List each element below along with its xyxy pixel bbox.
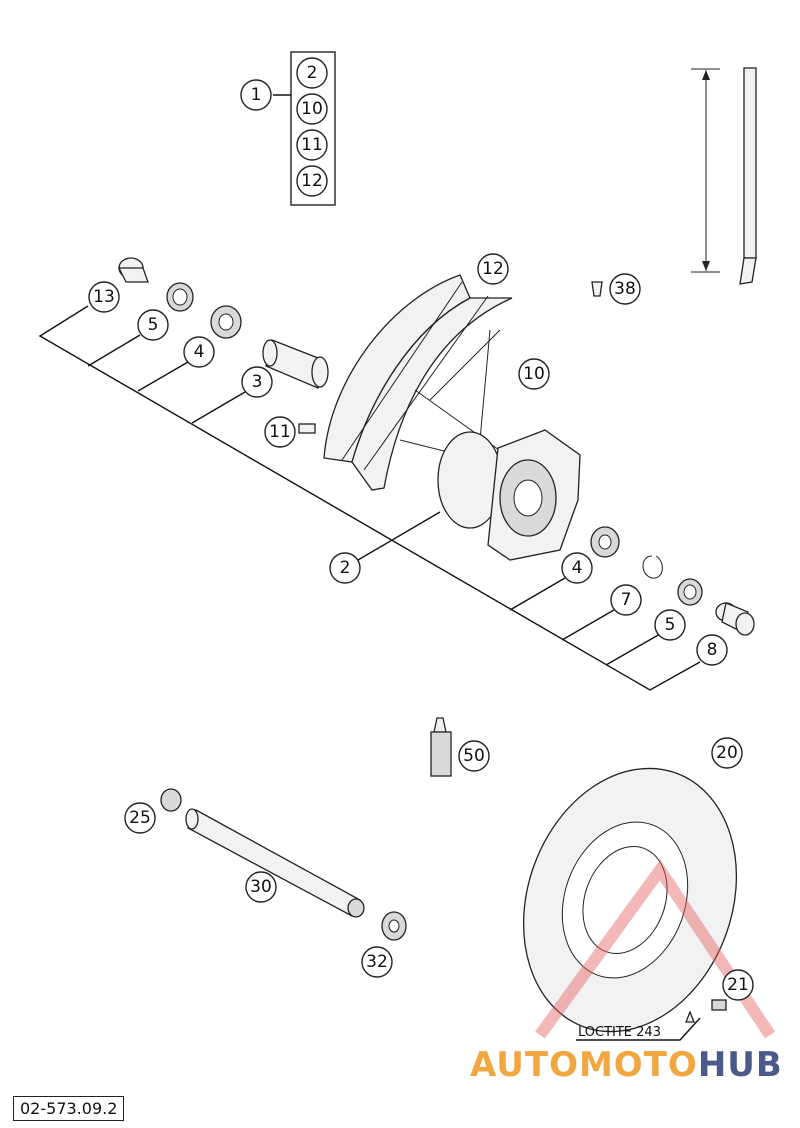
callout-10-group: 10 [296, 93, 328, 125]
callout-13: 13 [88, 281, 120, 313]
bolt-21 [576, 999, 727, 1041]
nut-32 [381, 911, 407, 941]
svg-text:13: 13 [93, 287, 115, 307]
svg-text:20: 20 [716, 743, 738, 763]
nipple-11 [298, 423, 316, 434]
svg-text:30: 30 [250, 877, 272, 897]
loctite-50 [430, 717, 452, 777]
svg-text:25: 25 [129, 808, 151, 828]
callout-50: 50 [458, 740, 490, 772]
svg-text:10: 10 [523, 364, 545, 384]
spacer-13 [117, 257, 149, 283]
brake-disc-20 [522, 767, 738, 1033]
callout-11-group: 11 [296, 129, 328, 161]
svg-text:5: 5 [665, 615, 676, 635]
callout-4-right: 4 [561, 552, 593, 584]
spoke-part [691, 67, 757, 285]
seal-5-right [677, 578, 703, 606]
bearing-4-right [590, 526, 620, 558]
callout-8: 8 [696, 634, 728, 666]
callout-21: 21 [722, 969, 754, 1001]
spacer-8 [715, 602, 755, 636]
hub-2 [437, 429, 581, 561]
callout-32: 32 [361, 946, 393, 978]
callout-5-left: 5 [137, 309, 169, 341]
callout-4-left: 4 [183, 336, 215, 368]
leader-lines-left [38, 305, 701, 691]
watermark-part1: AUTOMOTO [470, 1045, 698, 1085]
spacer-tube-3 [262, 339, 329, 389]
callout-3: 3 [241, 366, 273, 398]
callouts: 1 2 10 11 12 13 5 4 3 12 10 11 2 38 4 7 … [88, 57, 754, 1001]
svg-text:12: 12 [301, 171, 323, 191]
svg-text:11: 11 [301, 135, 323, 155]
svg-text:4: 4 [572, 558, 583, 578]
svg-text:3: 3 [252, 372, 263, 392]
svg-text:5: 5 [148, 315, 159, 335]
axle-30 [185, 808, 365, 918]
watermark-part2: HUB [697, 1045, 783, 1085]
bearing-4-left [210, 305, 242, 339]
svg-text:11: 11 [269, 422, 291, 442]
callout-2: 2 [329, 552, 361, 584]
diagram-code: 02-573.09.2 [13, 1096, 125, 1121]
callout-38: 38 [609, 273, 641, 305]
callout-11: 11 [264, 416, 296, 448]
callout-12: 12 [477, 253, 509, 285]
svg-text:12: 12 [482, 259, 504, 279]
svg-text:1: 1 [251, 85, 262, 105]
loctite-note: LOCTITE 243 [578, 1025, 661, 1040]
callout-20: 20 [711, 737, 743, 769]
circlip-7 [642, 555, 663, 579]
callout-25: 25 [124, 802, 156, 834]
svg-text:32: 32 [366, 952, 388, 972]
watermark-text: AUTOMOTOHUB [470, 1045, 783, 1085]
svg-text:2: 2 [340, 558, 351, 578]
svg-text:21: 21 [727, 975, 749, 995]
svg-text:7: 7 [621, 590, 632, 610]
spacer-25 [160, 788, 182, 812]
callout-5-right: 5 [654, 609, 686, 641]
callout-2-group: 2 [296, 57, 328, 89]
seal-5-left [166, 282, 194, 312]
callout-1: 1 [240, 79, 272, 111]
svg-text:10: 10 [301, 99, 323, 119]
svg-text:50: 50 [463, 746, 485, 766]
svg-text:2: 2 [307, 63, 318, 83]
callout-7: 7 [610, 584, 642, 616]
svg-text:4: 4 [194, 342, 205, 362]
valve-38 [591, 281, 603, 297]
svg-text:38: 38 [614, 279, 636, 299]
callout-12-group: 12 [296, 165, 328, 197]
svg-text:8: 8 [707, 640, 718, 660]
callout-10: 10 [518, 358, 550, 390]
callout-30: 30 [245, 871, 277, 903]
rim-12 [323, 274, 513, 491]
